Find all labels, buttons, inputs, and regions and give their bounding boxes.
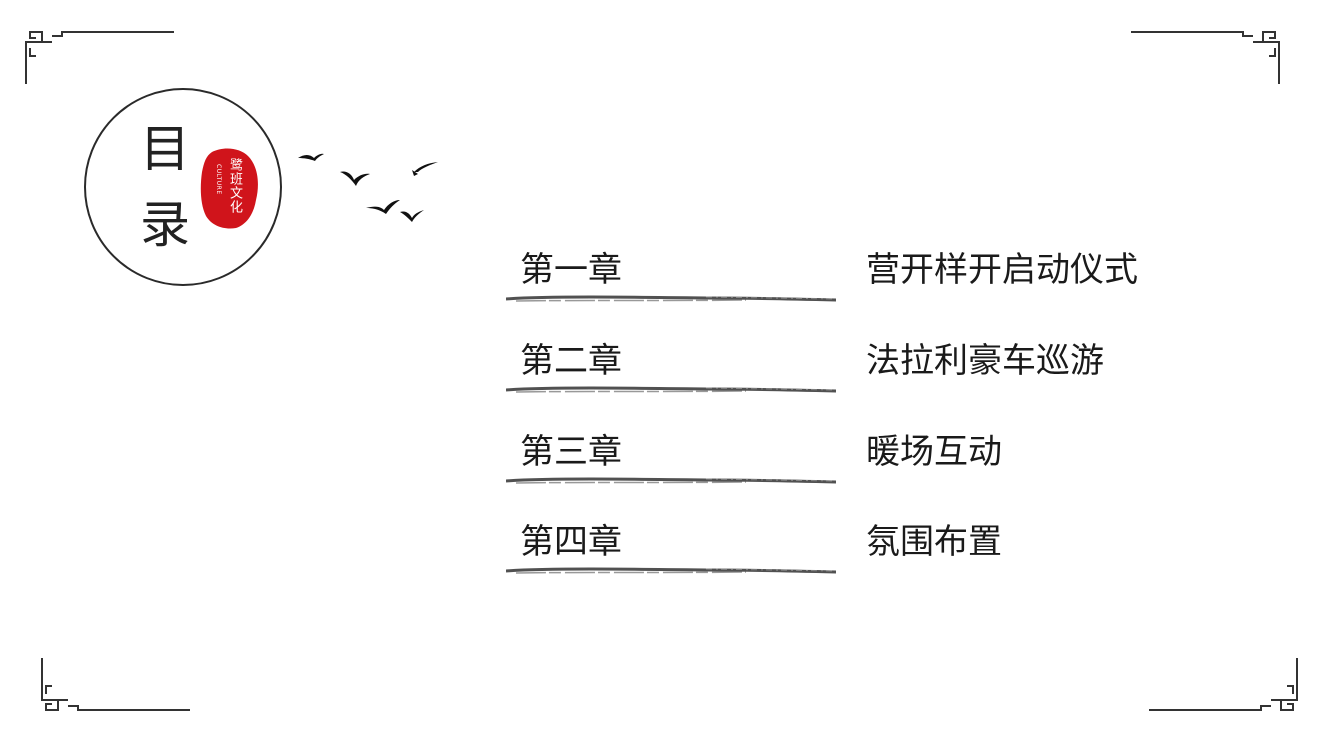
title-circle: 目 录 鹭班文化 CULTURE bbox=[84, 88, 282, 286]
chapter-title: 暖场互动 bbox=[866, 432, 1002, 472]
chapter-label: 第二章 bbox=[520, 341, 622, 381]
corner-ornament-bottom-left bbox=[38, 654, 198, 714]
fret-corner-icon bbox=[1149, 658, 1298, 711]
fret-corner-icon bbox=[41, 658, 190, 711]
brush-stroke-underline bbox=[506, 385, 836, 395]
flying-birds bbox=[296, 146, 446, 226]
brush-stroke-underline bbox=[506, 566, 836, 576]
corner-ornament-top-right bbox=[1123, 28, 1283, 88]
chapter-title: 氛围布置 bbox=[866, 522, 1002, 562]
seal-text-chinese: 鹭班文化 bbox=[227, 158, 242, 214]
chapter-title: 法拉利豪车巡游 bbox=[866, 341, 1104, 381]
fret-corner-icon bbox=[1131, 31, 1280, 84]
corner-ornament-top-left bbox=[22, 28, 182, 88]
brush-stroke-icon bbox=[506, 567, 836, 574]
brush-stroke-underline bbox=[506, 294, 836, 304]
flying-birds-icon bbox=[298, 153, 438, 222]
red-seal-stamp: 鹭班文化 CULTURE bbox=[198, 146, 260, 230]
corner-ornament-bottom-right bbox=[1141, 654, 1301, 714]
chapter-row-4[interactable]: 第四章 氛围布置 bbox=[506, 522, 1206, 592]
title-char-lu: 录 bbox=[140, 196, 190, 254]
chapter-label: 第一章 bbox=[520, 250, 622, 290]
brush-stroke-icon bbox=[506, 477, 836, 484]
seal-stamp-icon bbox=[200, 148, 258, 229]
brush-stroke-underline bbox=[506, 476, 836, 486]
fret-corner-icon bbox=[25, 31, 174, 84]
chapter-row-2[interactable]: 第二章 法拉利豪车巡游 bbox=[506, 341, 1206, 411]
brush-stroke-icon bbox=[506, 295, 836, 302]
brush-stroke-icon bbox=[506, 386, 836, 393]
chapter-row-1[interactable]: 第一章 营开样开启动仪式 bbox=[506, 250, 1206, 320]
chapter-row-3[interactable]: 第三章 暖场互动 bbox=[506, 432, 1206, 502]
chapter-title: 营开样开启动仪式 bbox=[866, 250, 1138, 290]
seal-text-english: CULTURE bbox=[215, 164, 222, 195]
chapter-label: 第四章 bbox=[520, 522, 622, 562]
chapter-label: 第三章 bbox=[520, 432, 622, 472]
title-char-mu: 目 bbox=[140, 120, 190, 178]
